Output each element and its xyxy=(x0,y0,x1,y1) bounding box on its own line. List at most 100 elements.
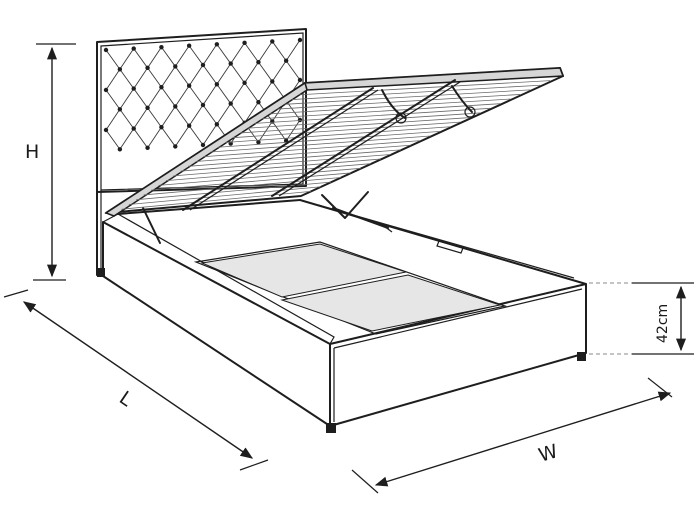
tufting-button xyxy=(117,107,123,112)
tufting-seam xyxy=(244,61,259,84)
tufting-button xyxy=(131,126,136,131)
slat xyxy=(217,130,441,148)
storage-panel-front xyxy=(280,274,502,332)
tufting-seam xyxy=(133,67,148,89)
tufting-button xyxy=(283,138,289,143)
tufting-seam xyxy=(133,128,148,149)
tufting-seam xyxy=(174,45,190,67)
tufting-button xyxy=(173,144,178,149)
slat xyxy=(284,89,531,105)
tufting-button xyxy=(159,44,164,50)
slat xyxy=(180,154,391,172)
side-height-label: 42cm xyxy=(655,304,671,343)
tufting-seam xyxy=(188,85,204,106)
tufting-seam xyxy=(230,82,245,104)
tufting-button xyxy=(117,147,123,152)
tufting-seam xyxy=(174,66,190,86)
height-label: H xyxy=(25,141,39,163)
tufting-seam xyxy=(119,48,135,70)
slat xyxy=(247,112,481,129)
tufting-seam xyxy=(174,125,190,147)
slat xyxy=(262,103,501,120)
width-label: W xyxy=(536,440,561,467)
tufting-seam xyxy=(105,89,121,110)
slat xyxy=(188,149,401,167)
tufting-seam xyxy=(188,45,204,66)
tufting-seam xyxy=(133,88,148,109)
slat xyxy=(165,163,371,182)
tufting-seam xyxy=(271,41,287,61)
tufting-button xyxy=(145,145,150,151)
tufting-seam xyxy=(105,109,121,131)
slat xyxy=(225,126,451,143)
tufting-button xyxy=(214,42,220,47)
tufting-seam xyxy=(119,109,135,129)
slat xyxy=(255,107,491,124)
headboard-foot xyxy=(97,268,105,277)
tufting-button xyxy=(214,122,220,127)
tufting-button xyxy=(270,119,275,124)
tufting-seam xyxy=(161,126,176,147)
tufting-button xyxy=(214,82,220,87)
slat xyxy=(292,84,541,100)
slat xyxy=(232,121,461,139)
tufting-seam xyxy=(174,85,190,107)
slat xyxy=(151,172,351,191)
tufting-button xyxy=(297,117,303,123)
tufting-seam xyxy=(216,44,232,64)
tufting-seam xyxy=(285,39,301,61)
width-dimension: W xyxy=(351,377,673,494)
length-dimension: L xyxy=(3,289,269,471)
tufting-seam xyxy=(230,42,245,64)
tufting-seam xyxy=(285,60,301,81)
tufting-button xyxy=(186,123,192,128)
tufting-seam xyxy=(244,82,259,103)
tufting-seam xyxy=(271,121,287,141)
slat xyxy=(240,117,471,134)
slat xyxy=(269,98,511,115)
tufting-button xyxy=(117,67,123,72)
tufting-seam xyxy=(119,88,135,110)
tufting-button xyxy=(173,104,178,109)
tufting-seam xyxy=(147,107,162,128)
slat xyxy=(173,158,381,177)
tufting-button xyxy=(200,142,206,148)
tufting-button xyxy=(159,84,164,90)
bed-foot-right xyxy=(577,352,586,361)
tufting-seam xyxy=(244,42,259,63)
slat xyxy=(158,167,361,186)
tufting-seam xyxy=(216,103,232,125)
tufting-seam xyxy=(105,129,121,150)
tufting-seam xyxy=(188,104,204,126)
tufting-button xyxy=(200,62,206,68)
tufting-seam xyxy=(147,126,162,149)
gas-struts xyxy=(142,191,393,244)
tufting-button xyxy=(228,61,233,66)
slat xyxy=(121,190,311,210)
tufting-button xyxy=(159,124,164,130)
tufting-seam xyxy=(147,67,162,88)
tufting-seam xyxy=(105,69,121,91)
tufting-seam xyxy=(174,106,190,126)
tufting-button xyxy=(131,46,136,51)
tufting-seam xyxy=(147,46,162,69)
tufting-button xyxy=(186,83,192,88)
tufting-seam xyxy=(133,107,148,129)
tufting-seam xyxy=(188,64,204,86)
slat xyxy=(195,144,411,162)
tufting-seam xyxy=(258,41,273,63)
tufting-button xyxy=(256,139,261,145)
tufting-seam xyxy=(105,49,121,70)
tufting-seam xyxy=(202,64,218,85)
tufting-seam xyxy=(258,81,273,103)
tufting-seam xyxy=(202,44,218,66)
tufting-button xyxy=(200,102,206,108)
length-label: L xyxy=(115,387,136,411)
tufting-button xyxy=(297,77,303,83)
side-height-dimension: 42cm xyxy=(589,282,694,355)
tufting-seam xyxy=(161,46,176,67)
tufting-seam xyxy=(202,124,218,146)
tufting-seam xyxy=(258,121,273,143)
